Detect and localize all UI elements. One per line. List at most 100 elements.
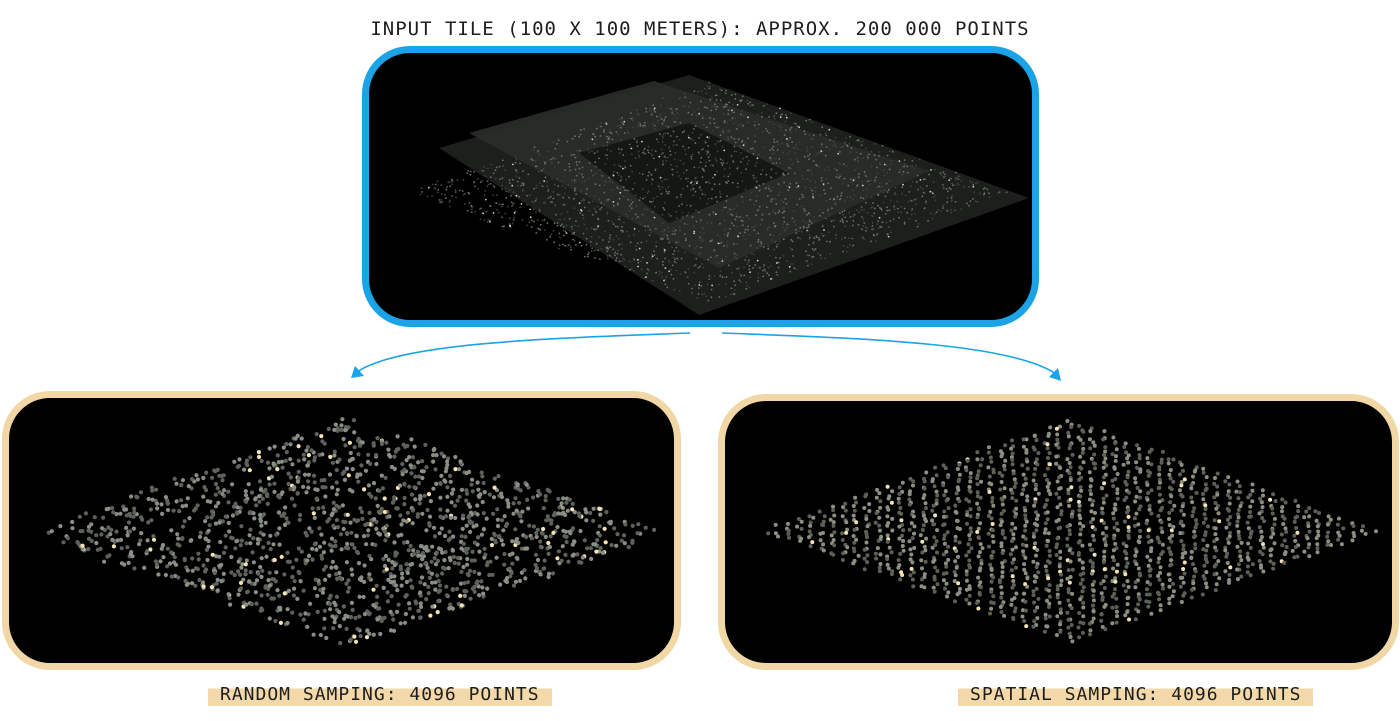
point bbox=[244, 493, 248, 497]
point bbox=[735, 142, 737, 144]
point bbox=[1124, 557, 1128, 561]
point bbox=[964, 554, 968, 558]
point bbox=[505, 187, 507, 189]
point bbox=[808, 244, 810, 246]
point bbox=[991, 540, 995, 544]
point bbox=[337, 458, 341, 462]
point bbox=[1009, 447, 1013, 451]
point bbox=[1068, 581, 1072, 585]
point bbox=[1023, 600, 1027, 604]
point bbox=[410, 562, 414, 566]
point bbox=[727, 114, 729, 116]
point bbox=[726, 244, 728, 246]
point bbox=[806, 147, 808, 149]
point bbox=[660, 238, 662, 240]
point bbox=[770, 265, 772, 267]
point bbox=[772, 149, 774, 151]
point bbox=[233, 546, 237, 550]
point bbox=[964, 468, 968, 472]
point bbox=[542, 185, 544, 187]
point bbox=[716, 201, 718, 203]
point bbox=[607, 158, 609, 160]
point bbox=[439, 482, 443, 486]
point bbox=[1035, 565, 1039, 569]
point bbox=[1054, 455, 1058, 459]
point bbox=[1044, 617, 1048, 621]
point bbox=[437, 579, 441, 583]
point bbox=[1059, 512, 1063, 516]
point bbox=[866, 195, 868, 197]
point bbox=[480, 533, 484, 537]
point bbox=[515, 157, 517, 159]
point bbox=[1090, 457, 1094, 461]
point bbox=[700, 149, 702, 151]
point bbox=[902, 166, 904, 168]
point bbox=[726, 162, 728, 164]
point bbox=[574, 190, 576, 192]
point bbox=[889, 180, 891, 182]
point bbox=[753, 226, 755, 228]
point bbox=[210, 585, 214, 589]
point bbox=[651, 149, 653, 151]
point bbox=[740, 114, 742, 116]
point bbox=[535, 211, 537, 213]
point bbox=[333, 539, 337, 543]
point bbox=[406, 571, 410, 575]
point bbox=[1167, 546, 1171, 550]
point bbox=[723, 113, 725, 115]
point bbox=[664, 119, 666, 121]
point bbox=[752, 175, 754, 177]
point bbox=[430, 572, 434, 576]
point bbox=[239, 586, 243, 590]
point bbox=[761, 112, 763, 114]
point bbox=[839, 151, 841, 153]
point bbox=[268, 534, 272, 538]
point bbox=[612, 139, 614, 141]
point bbox=[736, 213, 738, 215]
point bbox=[956, 488, 960, 492]
point bbox=[954, 184, 956, 186]
point bbox=[1167, 597, 1171, 601]
point bbox=[793, 210, 795, 212]
point bbox=[360, 510, 364, 514]
point bbox=[873, 212, 875, 214]
point bbox=[610, 543, 614, 547]
point bbox=[716, 160, 718, 162]
point bbox=[624, 259, 626, 261]
point bbox=[788, 224, 790, 226]
point bbox=[858, 173, 860, 175]
point bbox=[449, 186, 451, 188]
point bbox=[320, 452, 324, 456]
point bbox=[620, 180, 622, 182]
point bbox=[818, 510, 822, 514]
point bbox=[709, 154, 711, 156]
point bbox=[771, 169, 773, 171]
point bbox=[504, 213, 506, 215]
point bbox=[912, 515, 916, 519]
point bbox=[745, 288, 747, 290]
point bbox=[631, 524, 635, 528]
point bbox=[752, 104, 754, 106]
point bbox=[1161, 543, 1165, 547]
point bbox=[770, 176, 772, 178]
point bbox=[888, 226, 890, 228]
point bbox=[853, 496, 857, 500]
point bbox=[836, 169, 838, 171]
point bbox=[461, 565, 465, 569]
point bbox=[214, 504, 218, 508]
point bbox=[876, 187, 878, 189]
point bbox=[851, 147, 853, 149]
point bbox=[720, 196, 722, 198]
point bbox=[844, 201, 846, 203]
point bbox=[1102, 497, 1106, 501]
point bbox=[661, 272, 663, 274]
point bbox=[699, 239, 701, 241]
point bbox=[239, 566, 243, 570]
point bbox=[577, 209, 579, 211]
point bbox=[604, 181, 606, 183]
point bbox=[719, 191, 721, 193]
point bbox=[520, 185, 522, 187]
point bbox=[455, 587, 459, 591]
point bbox=[547, 552, 551, 556]
point bbox=[637, 262, 639, 264]
